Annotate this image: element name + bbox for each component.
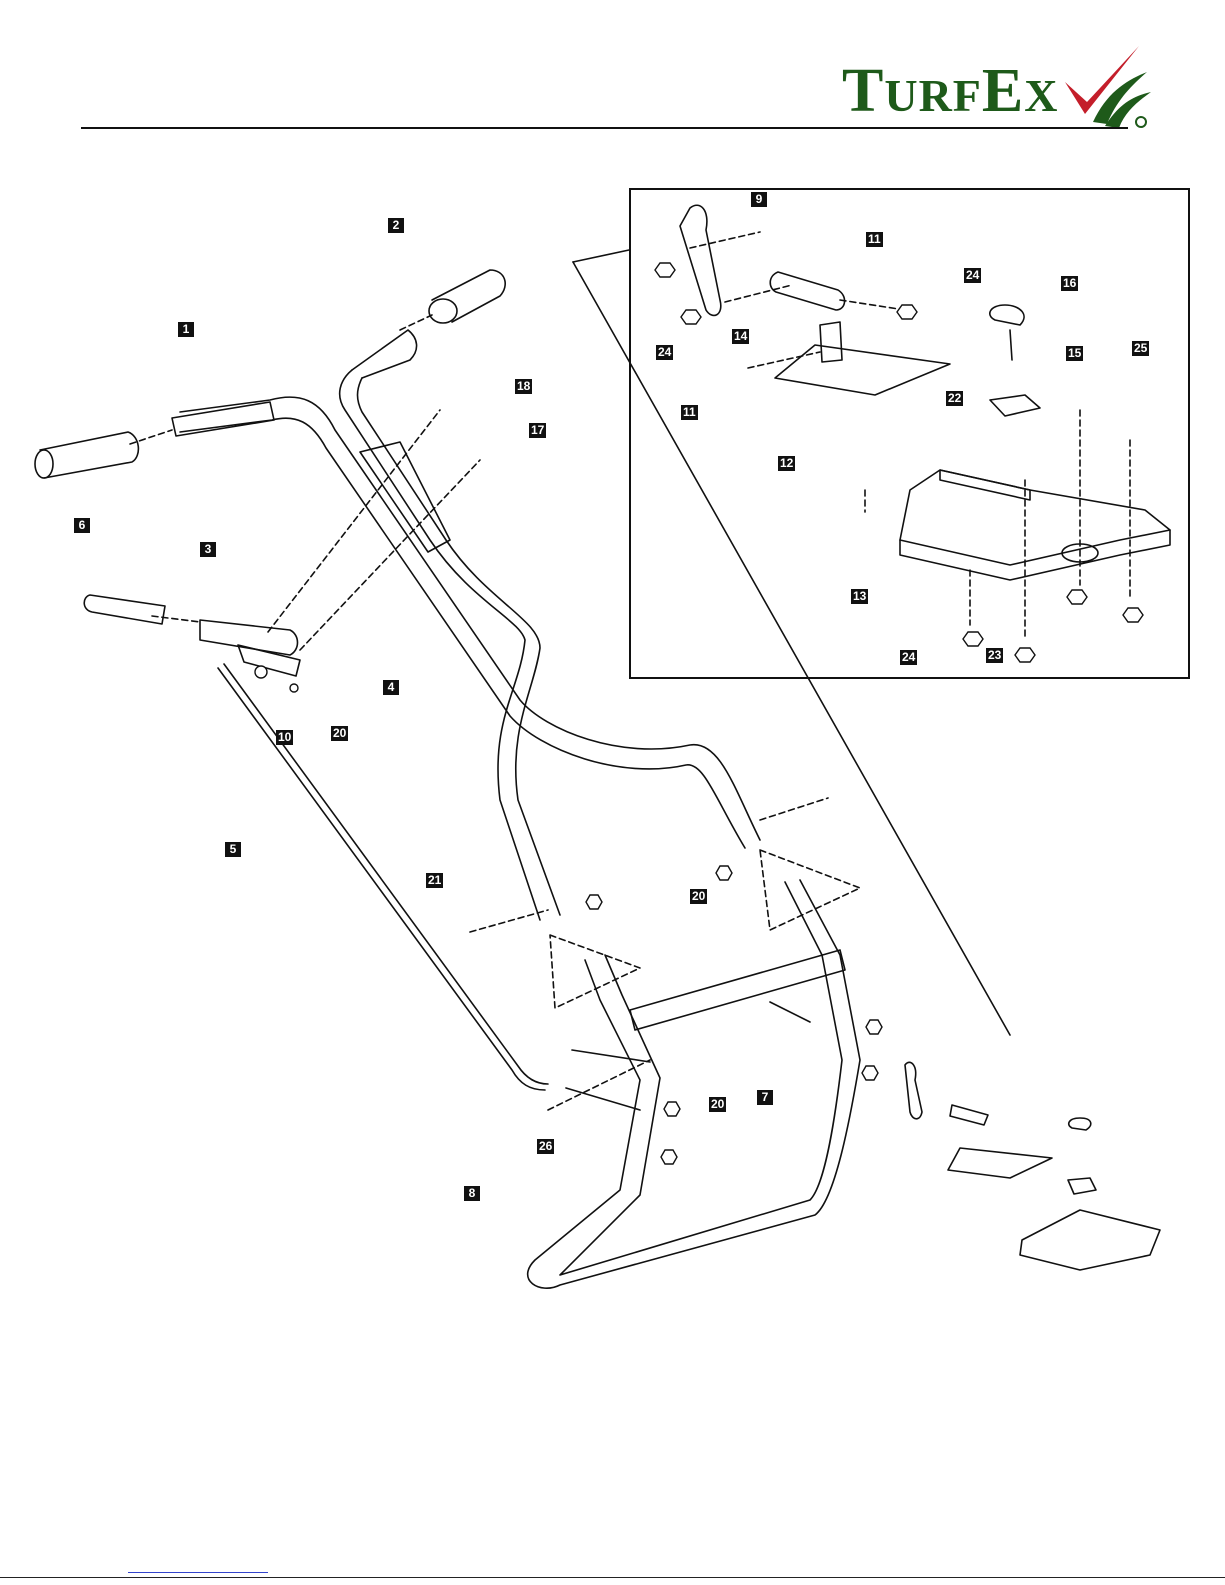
callout-11-bottom: 11 xyxy=(681,405,698,420)
callout-24-left: 24 xyxy=(656,345,673,360)
callout-22: 22 xyxy=(946,391,963,406)
callout-20-bottom: 20 xyxy=(709,1097,726,1112)
footer-rule xyxy=(0,1577,1225,1578)
callout-12: 12 xyxy=(778,456,795,471)
callout-2: 2 xyxy=(388,218,404,233)
callout-21: 21 xyxy=(426,873,443,888)
callout-15: 15 xyxy=(1066,346,1083,361)
callout-7: 7 xyxy=(757,1090,773,1105)
callout-18: 18 xyxy=(515,379,532,394)
callout-16: 16 xyxy=(1061,276,1078,291)
callout-6: 6 xyxy=(74,518,90,533)
callout-13: 13 xyxy=(851,589,868,604)
callout-5: 5 xyxy=(225,842,241,857)
callout-9: 9 xyxy=(751,192,767,207)
callout-1: 1 xyxy=(178,322,194,337)
footer-link-underline[interactable] xyxy=(128,1572,268,1574)
callout-14: 14 xyxy=(732,329,749,344)
callout-25: 25 xyxy=(1132,341,1149,356)
callout-11-top: 11 xyxy=(866,232,883,247)
callout-4: 4 xyxy=(383,680,399,695)
callout-17: 17 xyxy=(529,423,546,438)
callout-20-mid: 20 xyxy=(690,889,707,904)
callout-20-left: 20 xyxy=(331,726,348,741)
callout-24-right: 24 xyxy=(964,268,981,283)
callout-26: 26 xyxy=(537,1139,554,1154)
callout-23: 23 xyxy=(986,648,1003,663)
callout-8: 8 xyxy=(464,1186,480,1201)
callout-3: 3 xyxy=(200,542,216,557)
callout-10: 10 xyxy=(276,730,293,745)
callout-24-bottom: 24 xyxy=(900,650,917,665)
